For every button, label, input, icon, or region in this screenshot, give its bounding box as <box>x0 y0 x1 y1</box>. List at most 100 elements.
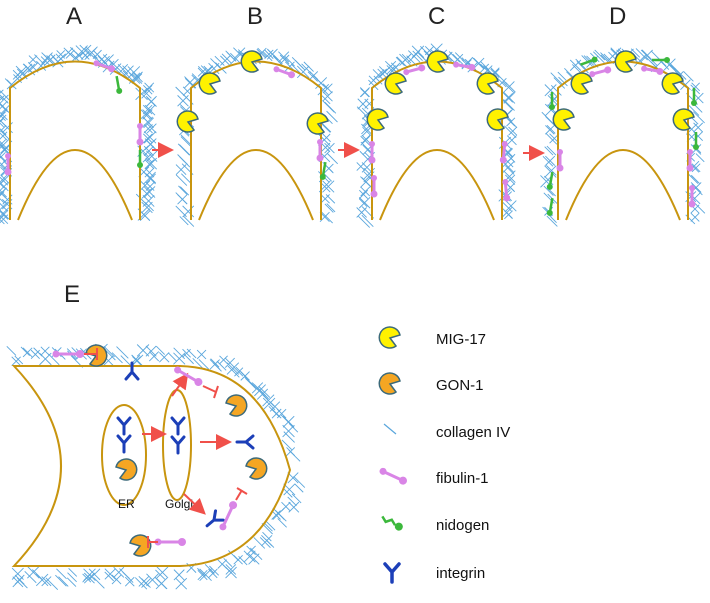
golgi-label: Golgi <box>165 497 193 511</box>
mig17-icon <box>366 108 389 131</box>
nidogen-icon <box>549 92 555 110</box>
integrin-icon <box>383 562 401 584</box>
er-compartment <box>101 404 147 506</box>
panel-label-c: C <box>428 3 445 30</box>
panel-d <box>540 47 706 227</box>
fibulin-icon <box>316 139 324 162</box>
nidogen-icon <box>693 132 699 150</box>
mig17-icon <box>240 50 263 73</box>
gon1-icon <box>115 458 138 481</box>
mig17-icon <box>476 72 499 95</box>
fibulin-icon <box>641 65 664 75</box>
inner-lumen-outline <box>565 149 681 221</box>
collagen-icon <box>383 423 397 435</box>
nidogen-icon <box>319 161 327 180</box>
gon1-icon <box>378 372 401 395</box>
integrin-icon <box>116 434 132 454</box>
inhibition-bar <box>202 385 219 399</box>
panel-label-a: A <box>66 3 82 30</box>
nidogen-icon <box>691 88 697 106</box>
golgi-to-top-arrow <box>171 372 189 397</box>
mig17-icon <box>672 108 695 131</box>
nidogen-icon <box>115 75 123 94</box>
nidogen-icon <box>546 171 554 190</box>
fibulin-icon <box>589 66 612 78</box>
fibulin-icon <box>502 179 511 202</box>
panel-b <box>175 47 338 227</box>
legend-label-integrin: integrin <box>436 565 485 582</box>
integrin-icon <box>235 434 255 450</box>
inhibition-bar <box>84 348 98 360</box>
legend-label-fibulin: fibulin-1 <box>436 470 489 487</box>
integrin-icon <box>205 509 225 528</box>
inner-lumen-outline <box>198 149 314 221</box>
panel-c <box>356 43 518 228</box>
legend-item-fibulin: fibulin-1 <box>379 467 489 487</box>
gon1-icon <box>225 394 248 417</box>
legend-item-collagen: collagen IV <box>383 423 510 441</box>
inner-lumen-outline <box>17 149 133 221</box>
fibulin-icon <box>403 64 426 76</box>
distal-tip-cell-outline <box>11 365 292 567</box>
fibulin-icon <box>174 366 203 386</box>
mig17-icon <box>306 112 329 135</box>
collagen-layer <box>175 47 338 227</box>
inhibition-bar <box>235 487 248 501</box>
mig17-icon <box>614 50 637 73</box>
panel-a <box>0 44 158 225</box>
legend-label-nidogen: nidogen <box>436 517 489 534</box>
panel-e: ER Golgi <box>6 343 306 591</box>
legend-label-gon1: GON-1 <box>436 377 484 394</box>
fibulin-icon <box>136 123 144 146</box>
integrin-icon <box>124 361 140 381</box>
fibulin-icon <box>686 149 694 172</box>
inner-lumen-outline <box>379 149 495 221</box>
nidogen-icon <box>546 197 554 216</box>
mig17-icon <box>552 108 575 131</box>
mig17-icon <box>570 72 593 95</box>
integrin-icon <box>170 435 186 455</box>
fibulin-icon <box>93 60 116 73</box>
golgi-to-bottom-arrow <box>183 493 206 515</box>
mig17-icon <box>378 326 401 349</box>
mig17-icon <box>176 110 199 133</box>
mig17-icon <box>384 72 407 95</box>
fibulin-icon <box>273 66 296 79</box>
fibulin-icon <box>154 538 186 546</box>
fibulin-icon <box>368 141 376 164</box>
panel-label-e: E <box>64 281 80 308</box>
integrin-icon <box>116 416 132 436</box>
collagen-layer <box>0 44 158 225</box>
legend-label-mig17: MIG-17 <box>436 331 486 348</box>
mig17-icon <box>198 72 221 95</box>
collagen-layer <box>540 47 706 227</box>
panel-label-b: B <box>247 3 263 30</box>
fibulin-icon <box>4 153 12 176</box>
fibulin-icon <box>370 175 378 198</box>
legend-item-integrin: integrin <box>383 562 485 584</box>
gonad-arm-outline <box>9 60 141 220</box>
integrin-icon <box>170 416 186 436</box>
legend-item-mig17: MIG-17 <box>378 326 486 349</box>
fibulin-icon <box>219 501 238 531</box>
legend: MIG-17 GON-1 collagen IV fibulin-1 nidog… <box>378 326 510 584</box>
fibulin-icon <box>52 350 84 358</box>
nidogen-icon <box>137 150 143 168</box>
fibulin-icon <box>688 185 696 208</box>
gon1-icon <box>245 457 268 480</box>
nidogen-icon <box>652 57 670 63</box>
fibulin-icon <box>379 467 407 485</box>
legend-label-collagen: collagen IV <box>436 424 510 441</box>
legend-item-gon1: GON-1 <box>378 372 484 395</box>
nidogen-icon <box>580 56 598 66</box>
collagen-layer <box>6 343 306 591</box>
mig17-icon <box>486 108 509 131</box>
fibulin-icon <box>499 141 508 164</box>
inhibition-bar <box>147 536 158 548</box>
mig17-icon <box>661 72 684 95</box>
nidogen-icon <box>381 515 403 531</box>
panel-label-d: D <box>609 3 626 30</box>
er-label: ER <box>118 497 135 511</box>
fibulin-icon <box>556 149 564 172</box>
